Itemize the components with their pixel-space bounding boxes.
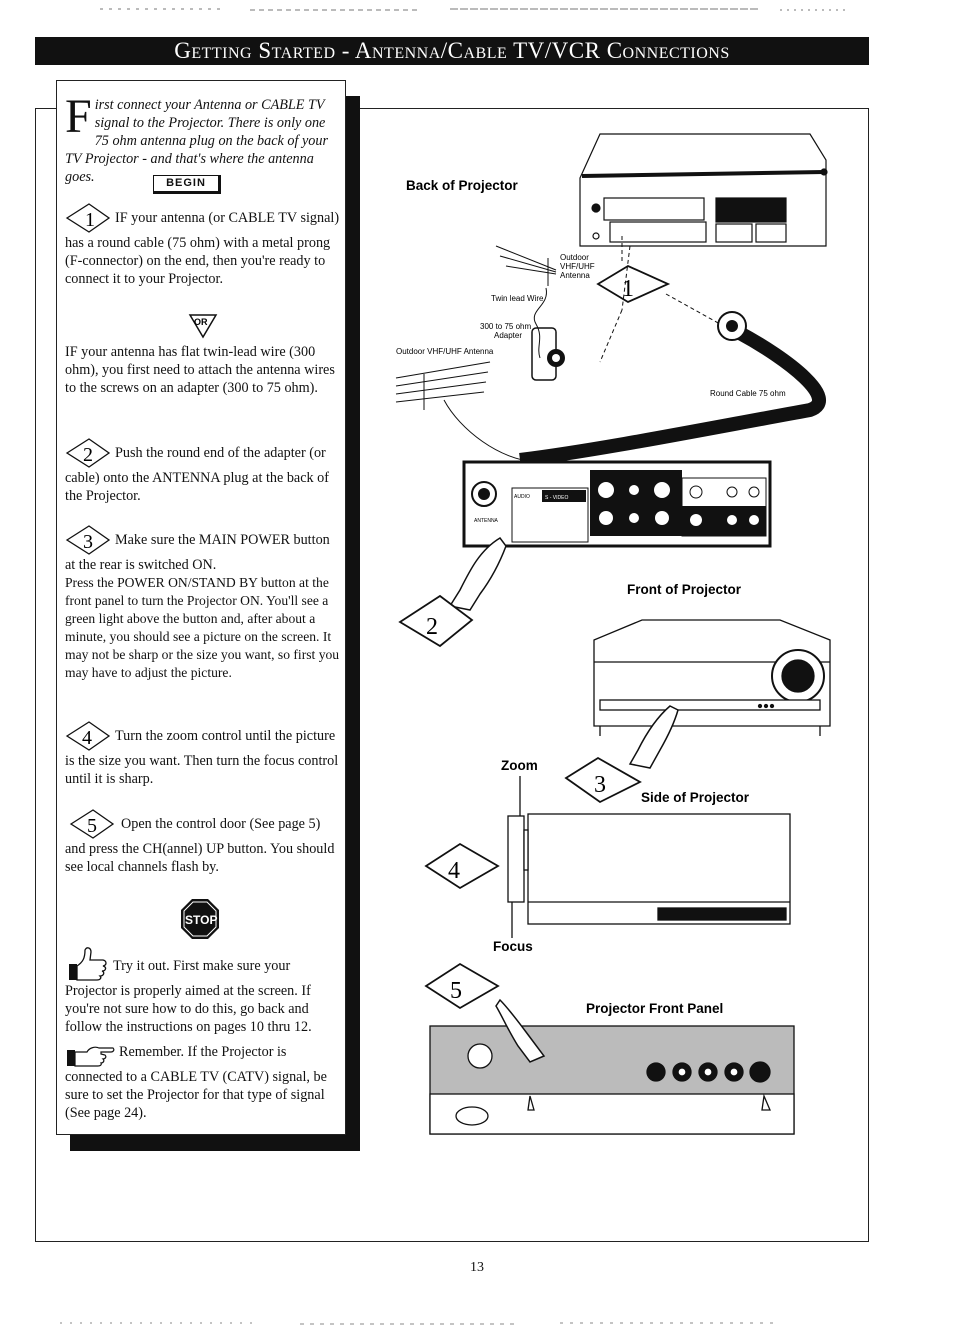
stop-sign-icon: STOP xyxy=(181,899,219,939)
frame-line xyxy=(360,108,869,109)
panel-shadow xyxy=(346,96,360,1151)
round-cable-label: Round Cable 75 ohm xyxy=(710,389,786,398)
step-number: 5 xyxy=(87,815,97,837)
audio-label: AUDIO xyxy=(514,494,530,500)
pointing-hand-icon xyxy=(67,1046,115,1067)
try-it-out: Try it out. First make sure your Project… xyxy=(65,944,340,1036)
step-4-text: Turn the zoom control until the picture … xyxy=(65,728,339,787)
drop-cap: F xyxy=(65,90,92,143)
stop-text: STOP xyxy=(185,913,217,927)
hand-pointer-icon xyxy=(448,537,507,611)
step-or: IF your antenna has flat twin-lead wire … xyxy=(65,343,340,397)
front-of-projector-label: Front of Projector xyxy=(627,582,742,597)
hand-pointer-icon xyxy=(495,998,546,1063)
step-5: 5 Open the control door (See page 5) and… xyxy=(65,808,340,876)
round-cable-illustration xyxy=(519,311,826,467)
diagram-step-1-diamond-icon: 1 xyxy=(596,264,671,304)
frame-line xyxy=(35,108,56,109)
adapter-label-1: 300 to 75 ohm xyxy=(480,322,531,331)
projector-front-illustration xyxy=(593,619,831,736)
step-1-diamond-icon: 1 xyxy=(65,203,111,233)
diagram-step-5-diamond-icon: 5 xyxy=(424,962,500,1010)
rear-connector-panel: ANTENNA AUDIO S - VIDEO AUX 2 AUX 1 xyxy=(462,460,772,548)
svg-text:4: 4 xyxy=(448,858,460,884)
projector-front-panel-illustration xyxy=(429,1025,795,1135)
outdoor-antenna-left-label: Outdoor VHF/UHF Antenna xyxy=(396,347,494,356)
intro-text: irst connect your Antenna or CABLE TV si… xyxy=(65,97,328,185)
step-3-diamond-icon: 3 xyxy=(65,525,111,555)
panel-shadow xyxy=(70,1135,360,1151)
aux1-label: AUX 1 xyxy=(716,539,731,545)
step-2-text: Push the round end of the adapter (or ca… xyxy=(65,445,329,504)
aux2-label: AUX 2 xyxy=(622,539,637,545)
step-number: 3 xyxy=(83,531,93,553)
scan-artifact-bottom xyxy=(60,1322,780,1325)
or-text: OR xyxy=(194,317,208,327)
step-3-text-2: Press the POWER ON/STAND BY button at th… xyxy=(65,575,340,680)
step-3: 3 Make sure the MAIN POWER button at the… xyxy=(65,524,340,682)
step-2: 2 Push the round end of the adapter (or … xyxy=(65,437,340,505)
projector-side-illustration xyxy=(507,813,791,925)
diagram-step-3-diamond-icon: 3 xyxy=(564,756,642,804)
step-1-text: IF your antenna (or CABLE TV signal) has… xyxy=(65,210,340,287)
remember-note: Remember. If the Projector is connected … xyxy=(65,1040,340,1122)
svideo-label: S - VIDEO xyxy=(545,495,568,501)
zoom-label: Zoom xyxy=(501,758,538,773)
step-2-diamond-icon: 2 xyxy=(65,438,111,468)
scan-artifact-top xyxy=(100,8,850,11)
instructions-panel xyxy=(56,80,346,1135)
page-title: Getting Started - Antenna/Cable TV/VCR C… xyxy=(35,37,869,65)
twin-lead-label: Twin lead Wire xyxy=(491,294,544,303)
outdoor-antenna-top xyxy=(495,245,557,286)
back-of-projector-label: Back of Projector xyxy=(406,178,519,193)
projector-front-panel-label: Projector Front Panel xyxy=(586,1001,723,1016)
diagram-step-4-diamond-icon: 4 xyxy=(424,842,500,890)
focus-label: Focus xyxy=(493,939,533,954)
page-number: 13 xyxy=(470,1260,484,1275)
step-5-text: Open the control door (See page 5) and p… xyxy=(65,816,335,875)
step-1: 1 IF your antenna (or CABLE TV signal) h… xyxy=(65,202,340,288)
or-badge: OR xyxy=(188,314,218,339)
step-or-text: IF your antenna has flat twin-lead wire … xyxy=(65,344,335,396)
svg-text:5: 5 xyxy=(450,978,462,1004)
try-it-out-text: Try it out. First make sure your Project… xyxy=(65,958,312,1035)
outer-frame xyxy=(35,108,869,1242)
step-4: 4 Turn the zoom control until the pictur… xyxy=(65,720,340,788)
adapter-illustration xyxy=(531,327,565,381)
remember-text: Remember. If the Projector is connected … xyxy=(65,1044,327,1121)
thumbs-up-icon xyxy=(69,947,107,981)
diagram-step-2-diamond-icon: 2 xyxy=(398,594,474,648)
svg-text:2: 2 xyxy=(426,614,438,640)
step-number: 2 xyxy=(83,444,93,466)
step-4-diamond-icon: 4 xyxy=(65,721,111,751)
hand-pointer-icon xyxy=(628,705,679,769)
outdoor-antenna-left xyxy=(395,361,537,463)
step-3-text: Make sure the MAIN POWER button at the r… xyxy=(65,532,330,573)
antenna-port-label: ANTENNA xyxy=(474,518,499,524)
adapter-label-2: Adapter xyxy=(494,331,522,340)
svg-text:3: 3 xyxy=(594,772,606,798)
begin-badge: BEGIN xyxy=(153,175,221,194)
step-5-diamond-icon: 5 xyxy=(69,809,115,839)
projector-back-illustration xyxy=(579,133,828,247)
side-of-projector-label: Side of Projector xyxy=(641,790,750,805)
step-number: 1 xyxy=(85,209,95,231)
step-number: 4 xyxy=(82,727,92,749)
